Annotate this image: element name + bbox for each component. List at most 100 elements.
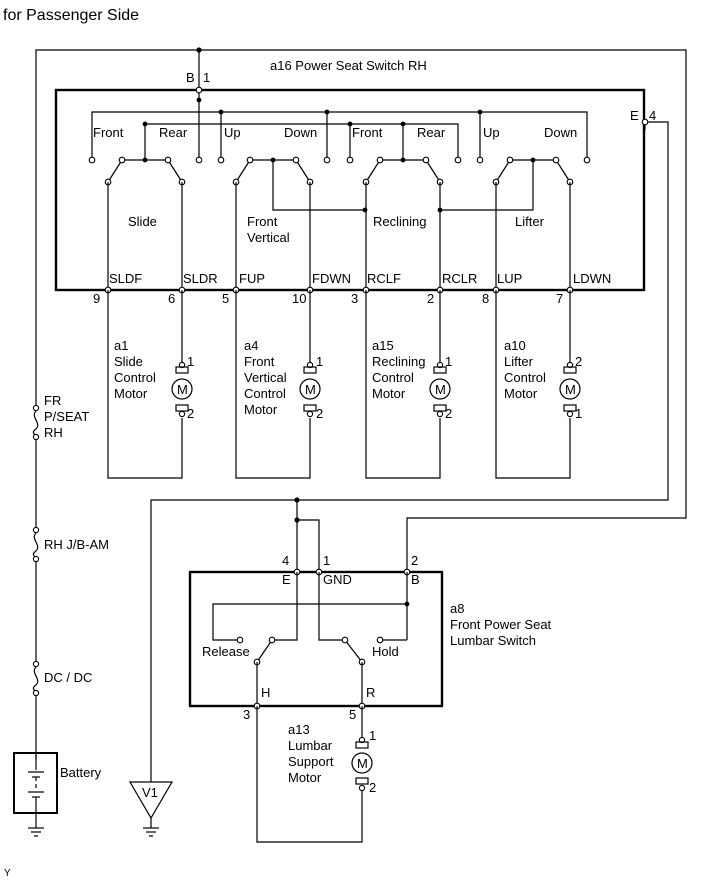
motor-label-line: Control [372,370,414,385]
motor-id: a4 [244,338,258,353]
terminal-pin: 7 [556,291,563,306]
lumbar-motor-id: a13 [288,722,310,737]
v1-label: V1 [142,785,158,800]
lumbar-pin-letter: R [366,685,375,700]
fuse-label-line: P/SEAT [44,409,89,424]
fuse-rh-jb-am: RH J/B-AM [31,526,109,563]
page-title: for Passenger Side [3,7,139,24]
lumbar-pin-number: 3 [243,707,250,722]
motor-label-line: Control [504,370,546,385]
fuse-label-line: FR [44,393,61,408]
battery: Battery [13,752,102,837]
motor-label-line: Motor [372,386,406,401]
lumbar-switch-name-line: Front Power Seat [450,617,552,632]
lumbar-switch-a8: 4 1 2 E GND B Release Hold a8 Front Powe… [188,497,552,722]
position-label: Down [544,125,577,140]
junction-dot [196,47,202,53]
lumbar-motor-line: Motor [288,770,322,785]
lumbar-position-label: Release [202,644,250,659]
motor-pin: 1 [316,354,323,369]
switch-right-pin-letter: E [630,108,639,123]
motor-pin: 2 [316,406,323,421]
fuse-label-line: DC / DC [44,670,92,685]
motor-symbol: M [177,382,188,397]
motor-pin: 2 [445,406,452,421]
power-seat-switch-a16: a16 Power Seat Switch RH B 1 E 4 [54,58,656,306]
fuse-label-line: RH [44,425,63,440]
motor-label-line: Front [244,354,275,369]
lumbar-pin-number: 2 [411,553,418,568]
lumbar-pin-number: 4 [282,553,289,568]
lumbar-motor-line: Support [288,754,334,769]
switch-name: a16 Power Seat Switch RH [270,58,427,73]
motor-label-line: Vertical [244,370,287,385]
lumbar-pin-number: 1 [323,553,330,568]
terminal-pin: 8 [482,291,489,306]
motor-id: a10 [504,338,526,353]
motor-pin: 1 [187,354,194,369]
terminal-pin: 2 [427,291,434,306]
footer-mark: Y [4,868,11,879]
terminal-name: LUP [497,271,522,286]
position-label: Up [224,125,241,140]
lumbar-switch-name-line: Lumbar Switch [450,633,536,648]
terminal-pin: 6 [168,291,175,306]
terminal-name: FUP [239,271,265,286]
motor-label-line: Reclining [372,354,425,369]
motor-label-line: Motor [114,386,148,401]
switch-top-pin-number: 1 [203,70,210,85]
motor-pin: 2 [575,354,582,369]
group-label-slide: Slide [128,214,157,229]
group-label-lifter: Lifter [515,214,545,229]
position-label: Up [483,125,500,140]
fuse-dc-dc: DC / DC [31,660,92,697]
lumbar-motor-a13: a13 Lumbar Support Motor 1 2 M [256,706,376,843]
motor-pin: 1 [445,354,452,369]
lumbar-motor-pin: 1 [369,728,376,743]
motor-label-line: Control [244,386,286,401]
lumbar-pin-letter: E [282,572,291,587]
group-label-reclining: Reclining [373,214,426,229]
lumbar-switch-box [188,570,444,708]
motor-id: a1 [114,338,128,353]
terminal-pin: 9 [93,291,100,306]
lumbar-pin-letter: B [411,572,420,587]
lumbar-pin-number: 5 [349,707,356,722]
motor-loops [107,290,571,479]
fuse-fr-pseat-rh: FR P/SEAT RH [31,393,89,441]
terminal-name: RCLF [367,271,401,286]
switch-box [54,88,646,292]
group-label-front-vertical-1: Front [247,214,278,229]
terminal-pin: 10 [292,291,306,306]
motor-label-line: Motor [244,402,278,417]
group-label-front-vertical-2: Vertical [247,230,290,245]
lumbar-motor-line: Lumbar [288,738,333,753]
motor-id: a15 [372,338,394,353]
terminal-name: SLDR [183,271,218,286]
motor-label-line: Motor [504,386,538,401]
motor-pin: 2 [187,406,194,421]
position-label: Front [93,125,124,140]
motor-a15: a15 Reclining Control Motor 1 2 M [372,338,452,421]
lumbar-motor-pin: 2 [369,780,376,795]
motor-a1: a1 Slide Control Motor 1 2 M [114,338,194,421]
motor-symbol: M [357,756,368,771]
terminal-pin: 3 [351,291,358,306]
position-label: Rear [159,125,188,140]
feed-wires [35,49,687,782]
motor-symbol: M [565,382,576,397]
motor-symbol: M [435,382,446,397]
motor-a10: a10 Lifter Control Motor 2 1 M [504,338,582,421]
lumbar-pin-letter: H [261,685,270,700]
terminal-name: RCLR [442,271,477,286]
position-label: Down [284,125,317,140]
motor-label-line: Lifter [504,354,534,369]
lumbar-pin-letter: GND [323,572,352,587]
v1-ground-point: V1 [128,781,174,837]
position-label: Front [352,125,383,140]
terminal-name: SLDF [109,271,142,286]
lumbar-position-label: Hold [372,644,399,659]
motor-pin: 1 [575,406,582,421]
lumbar-switch-id: a8 [450,601,464,616]
